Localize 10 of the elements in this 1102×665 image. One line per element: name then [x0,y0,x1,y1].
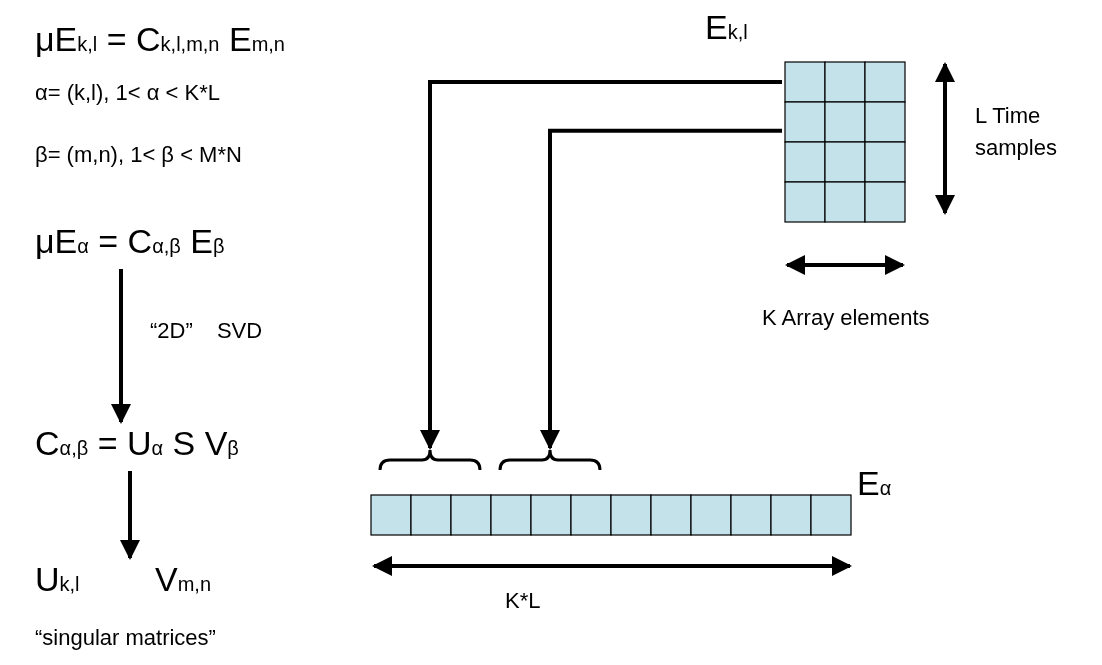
arrow [420,80,782,450]
caption-text: “singular matrices” [35,625,216,651]
arrow [540,128,782,450]
dimension-label: K Array elements [762,305,930,331]
arrow [111,269,131,424]
definition-text: β= (m,n), 1< β < M*N [35,142,242,168]
dimension-label: L Time samples [975,102,1058,162]
arrow [120,471,140,560]
dimension-label: K*L [505,588,541,614]
definition-text: α= (k,l), 1< α < K*L [35,80,220,106]
